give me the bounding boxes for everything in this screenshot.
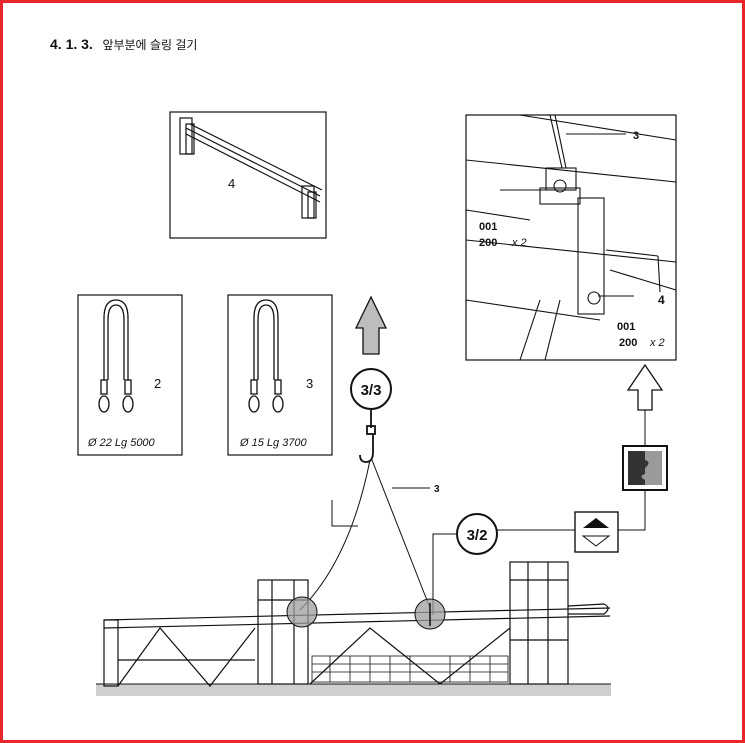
sling-2-spec: Ø 22 Lg 5000: [87, 437, 156, 449]
sling-2-part-number: 2: [154, 376, 161, 391]
main-sling-label: 3: [434, 484, 440, 495]
sling-3-spec: Ø 15 Lg 3700: [239, 437, 308, 449]
sling-point-right: [414, 598, 446, 630]
panel-beam: 4: [169, 111, 327, 239]
panel-sling-3: 3 Ø 15 Lg 3700: [227, 294, 333, 456]
step-3-3-text: 3/3: [361, 382, 382, 399]
detail-drawing: [465, 114, 677, 361]
platform-grating: [311, 655, 509, 683]
machine-frame: [103, 561, 611, 687]
raise-lower-button-icon: [574, 511, 619, 553]
detail-bolt-top-qty: 200: [479, 237, 497, 249]
detail-bolt-bottom-code: 001: [617, 321, 635, 333]
jigsaw-assembly-icon: [622, 445, 668, 491]
detail-bolt-bottom-qty: 200: [619, 337, 637, 349]
ground: [96, 683, 611, 696]
detail-bolt-top-code: 001: [479, 221, 497, 233]
section-number: 4. 1. 3.: [50, 36, 93, 52]
sling-3-part-number: 3: [306, 376, 313, 391]
section-title: 앞부분에 슬링 걸기: [102, 38, 198, 52]
detail-beam-label: 4: [658, 293, 665, 307]
step-badge-3-2: 3/2: [456, 513, 498, 555]
lift-arrow-icon: [354, 295, 388, 355]
beam-part-number: 4: [228, 176, 235, 191]
detail-cable-label: 3: [633, 130, 639, 142]
sling-2-drawing: [98, 299, 134, 413]
detail-bolt-bottom-mult: x 2: [649, 337, 665, 349]
sling-3-drawing: [248, 299, 284, 413]
step-badge-3-3: 3/3: [350, 368, 392, 410]
panel-detail: 3 4 001 200 x 2 001 200 x 2: [465, 114, 677, 361]
sling-cables: [299, 459, 431, 611]
up-arrow-to-detail-icon: [626, 363, 664, 411]
detail-bolt-top-mult: x 2: [511, 237, 527, 249]
lifting-beam-drawing: [179, 117, 323, 219]
sling-point-left: [286, 596, 318, 628]
panel-sling-2: 2 Ø 22 Lg 5000: [77, 294, 183, 456]
crane-hook-icon: [359, 409, 376, 463]
section-heading: 4. 1. 3. 앞부분에 슬링 걸기: [50, 36, 197, 53]
step-3-2-text: 3/2: [467, 527, 488, 544]
